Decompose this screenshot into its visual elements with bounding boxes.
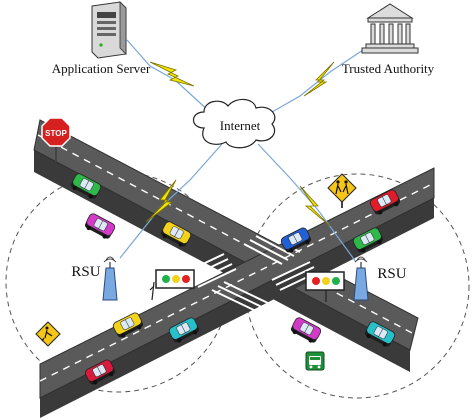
stop-sign-text: STOP	[45, 129, 67, 138]
road-a-lane-marking	[37, 134, 415, 335]
trusted-authority-label: Trusted Authority	[342, 61, 435, 76]
rsu-right: RSU	[353, 256, 407, 301]
car-icon	[352, 227, 384, 253]
communication-links	[119, 39, 367, 263]
rsu-left-label: RSU	[71, 264, 100, 280]
vehicles	[70, 173, 401, 385]
link-authority-internet	[271, 47, 367, 113]
wireless-lightning-bolts	[145, 61, 335, 227]
rsu-antenna-icon	[353, 256, 369, 301]
car-icon	[280, 227, 312, 253]
car-icon	[364, 321, 396, 347]
traffic-light-left	[149, 269, 195, 301]
trusted-authority: Trusted Authority	[342, 3, 435, 76]
car-icon	[168, 317, 200, 343]
road-b-side	[40, 198, 434, 418]
link-internet-rsu-right	[257, 143, 357, 263]
lightning-authority-icon	[303, 61, 335, 97]
rsu-left: RSU	[71, 256, 118, 301]
authority-building-icon	[361, 3, 419, 54]
car-icon	[70, 173, 102, 199]
lightning-rsu-right-icon	[299, 185, 331, 227]
internet-label: Internet	[220, 118, 261, 133]
roadwork-sign-icon	[35, 321, 61, 347]
internet-cloud-icon: Internet	[192, 98, 276, 149]
lightning-rsu-left-icon	[145, 179, 177, 223]
car-icon	[160, 221, 192, 247]
rsu-right-label: RSU	[377, 266, 406, 282]
traffic-light-right	[305, 271, 345, 302]
traffic-light-icon	[149, 269, 195, 301]
rsu-antenna-icon	[102, 256, 118, 301]
link-server-internet	[126, 39, 211, 113]
car-icon	[84, 359, 116, 385]
road-b-lane-marking	[39, 182, 435, 382]
road-intersection	[33, 119, 435, 418]
car-icon	[290, 317, 322, 343]
application-server: Application Server	[52, 1, 151, 76]
lightning-server-icon	[149, 61, 195, 87]
pedestrian-crossing-sign-icon	[327, 173, 357, 208]
car-icon	[112, 312, 144, 338]
traffic-light-icon	[305, 271, 345, 302]
car-icon	[84, 213, 116, 239]
car-icon	[369, 189, 401, 215]
crosswalks	[185, 231, 319, 313]
bus-sign-icon	[305, 351, 325, 371]
server-icon	[91, 1, 127, 59]
application-server-label: Application Server	[52, 61, 151, 76]
link-internet-rsu-left	[119, 143, 223, 259]
stop-sign-icon: STOP	[41, 117, 71, 162]
